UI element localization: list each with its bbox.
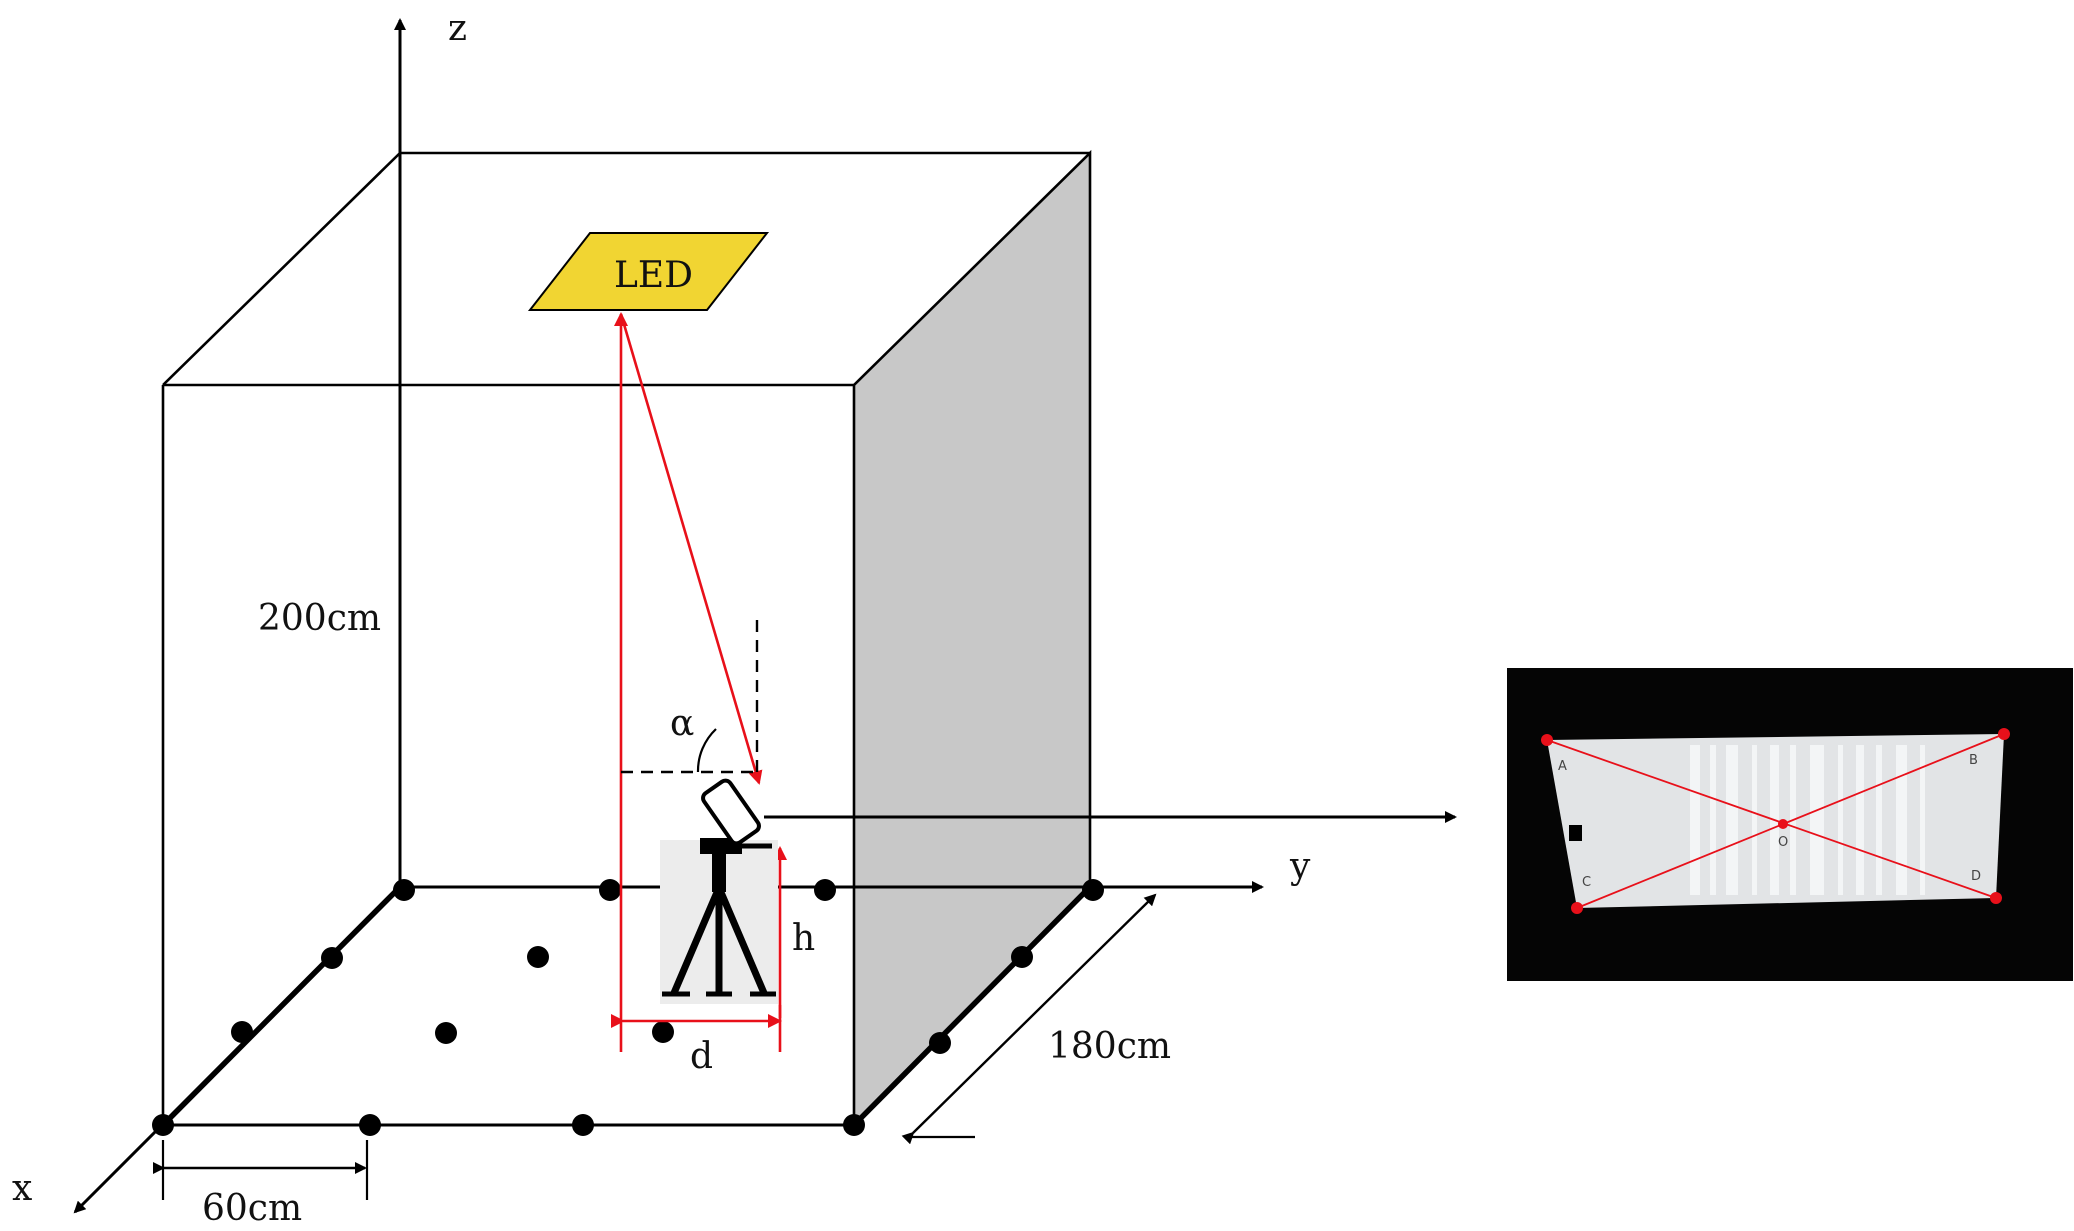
measurement-lines xyxy=(611,312,787,1052)
angle-arc xyxy=(696,728,717,773)
corner-label-a: A xyxy=(1558,759,1567,774)
corner-marker xyxy=(1541,734,1553,746)
led-label: LED xyxy=(614,255,693,296)
led-to-phone-line xyxy=(619,313,763,785)
height-label: 200cm xyxy=(258,598,381,639)
corner-label-c: C xyxy=(1582,875,1591,890)
corner-marker xyxy=(1571,902,1583,914)
reference-point xyxy=(572,1114,594,1136)
corner-label-d: D xyxy=(1971,869,1981,884)
spacing-label: 60cm xyxy=(202,1188,302,1229)
corner-label-b: B xyxy=(1969,753,1978,768)
reference-point xyxy=(359,1114,381,1136)
center-label-o: O xyxy=(1778,835,1788,850)
reference-point xyxy=(814,879,836,901)
led-panel: LED xyxy=(527,232,770,311)
reference-point xyxy=(231,1021,253,1043)
z-axis-label: z xyxy=(448,8,467,49)
reference-point xyxy=(393,879,415,901)
top-left-edge xyxy=(162,152,401,386)
floor-left-edge xyxy=(161,885,402,1127)
x-axis-label: x xyxy=(12,1168,32,1209)
led-lamp xyxy=(527,232,770,311)
reference-point xyxy=(321,947,343,969)
tripod-icon xyxy=(660,838,778,1004)
reference-point xyxy=(929,1032,951,1054)
tripod-height-label: h xyxy=(792,918,815,959)
depth-label: 180cm xyxy=(1048,1026,1171,1067)
center-marker xyxy=(1778,819,1788,829)
angle-label: α xyxy=(670,703,694,744)
reference-point xyxy=(527,946,549,968)
smartphone-body xyxy=(701,778,761,846)
depth-arrow xyxy=(901,893,1157,1145)
dimension-arrows xyxy=(153,893,1157,1200)
reference-point xyxy=(599,879,621,901)
y-axis-label: y xyxy=(1289,846,1311,887)
incidence-angle: α xyxy=(621,620,759,774)
corner-markers xyxy=(1541,728,2010,914)
tripod-leg-left xyxy=(670,888,722,995)
reference-point xyxy=(652,1021,674,1043)
reference-point xyxy=(152,1114,174,1136)
tripod-column xyxy=(712,854,726,892)
corner-marker xyxy=(1998,728,2010,740)
reference-point xyxy=(435,1022,457,1044)
smartphone-icon xyxy=(701,778,761,846)
right-side-wall xyxy=(852,149,1092,1129)
corner-marker xyxy=(1990,892,2002,904)
reference-point xyxy=(1082,879,1104,901)
diagonal-b-c xyxy=(1576,733,2005,909)
reference-point xyxy=(843,1114,865,1136)
tripod-leg-right xyxy=(716,888,768,995)
distance-label: d xyxy=(690,1036,713,1077)
diagonal-a-d xyxy=(1546,739,1997,899)
captured-image: A B C D O xyxy=(1507,668,2073,981)
led-marker-square xyxy=(1569,825,1582,841)
reference-point xyxy=(1011,946,1033,968)
